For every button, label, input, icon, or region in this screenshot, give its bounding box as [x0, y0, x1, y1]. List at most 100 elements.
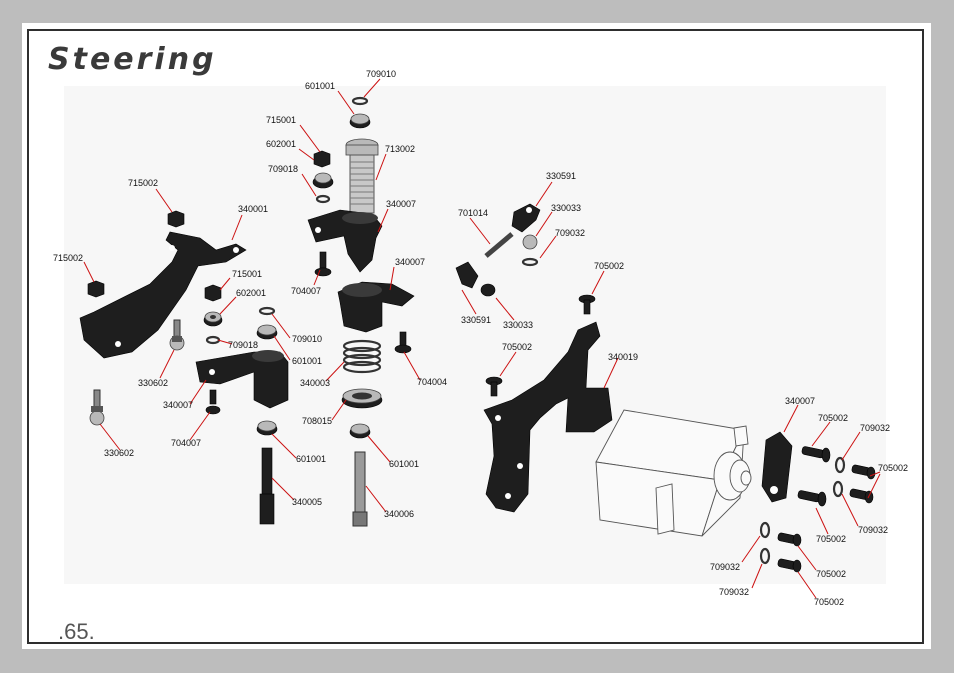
- screw-part: [394, 331, 412, 354]
- washer-part: [834, 456, 846, 474]
- steering-plate-part: [79, 231, 247, 359]
- steering-arm-part: [337, 281, 415, 333]
- part-label: 709018: [228, 340, 258, 350]
- part-label: 715002: [53, 253, 83, 263]
- screw-part: [801, 446, 831, 463]
- part-label: 709032: [858, 525, 888, 535]
- washer-part: [351, 96, 369, 106]
- leader-lines: [83, 78, 881, 599]
- part-labels: 601001 709010 715001 602001 713002 70901…: [53, 69, 908, 607]
- part-label: 709032: [710, 562, 740, 572]
- part-label: 709032: [860, 423, 890, 433]
- nut-part: [313, 150, 331, 168]
- part-label: 708015: [302, 416, 332, 426]
- page-frame: [27, 29, 924, 644]
- screw-part: [777, 558, 802, 573]
- part-label: 601001: [305, 81, 335, 91]
- part-label: 340001: [238, 204, 268, 214]
- part-label: 330033: [503, 320, 533, 330]
- part-label: 704007: [291, 286, 321, 296]
- part-label: 705002: [818, 413, 848, 423]
- washer-part: [759, 521, 771, 539]
- ball-part: [522, 234, 538, 250]
- ball-part: [480, 283, 496, 297]
- part-label: 705002: [594, 261, 624, 271]
- part-label: 705002: [502, 342, 532, 352]
- screw-part: [851, 464, 876, 480]
- part-label: 705002: [814, 597, 844, 607]
- part-label: 701014: [458, 208, 488, 218]
- ball-stud-part: [169, 319, 185, 351]
- part-label: 602001: [266, 139, 296, 149]
- part-label: 713002: [385, 144, 415, 154]
- part-label: 330591: [546, 171, 576, 181]
- part-label: 709018: [268, 164, 298, 174]
- part-label: 340003: [300, 378, 330, 388]
- washer-part: [258, 306, 276, 316]
- nut-part: [167, 210, 185, 228]
- rod-end-part: [455, 261, 479, 289]
- part-label: 705002: [816, 534, 846, 544]
- part-label: 709010: [366, 69, 396, 79]
- part-label: 330033: [551, 203, 581, 213]
- bearing-part: [349, 423, 371, 439]
- screw-part: [777, 532, 802, 547]
- part-label: 709032: [719, 587, 749, 597]
- screw-part: [797, 490, 827, 507]
- ball-stud-part: [89, 389, 105, 426]
- bearing-part: [312, 172, 334, 189]
- shim-part: [315, 194, 331, 204]
- bearing-part: [203, 311, 223, 327]
- part-label: 340007: [386, 199, 416, 209]
- part-label: 705002: [878, 463, 908, 473]
- part-label: 715002: [128, 178, 158, 188]
- part-label: 704007: [171, 438, 201, 448]
- part-label: 709010: [292, 334, 322, 344]
- part-label: 601001: [296, 454, 326, 464]
- part-label: 715001: [266, 115, 296, 125]
- part-label: 709032: [555, 228, 585, 238]
- rod-end-part: [511, 203, 541, 233]
- large-bearing-part: [341, 388, 383, 409]
- part-label: 602001: [236, 288, 266, 298]
- spring-part: [342, 339, 382, 374]
- part-label: 340005: [292, 497, 322, 507]
- part-label: 340007: [163, 400, 193, 410]
- steering-arm-part: [307, 209, 383, 273]
- steering-arm-part: [195, 350, 289, 409]
- screw-part: [314, 251, 332, 277]
- diagram-background: [64, 86, 886, 584]
- part-label: 340007: [395, 257, 425, 267]
- page-number: .65.: [58, 619, 95, 644]
- bearing-part: [349, 113, 371, 129]
- nut-part: [87, 280, 105, 298]
- screw-part: [578, 294, 596, 315]
- part-label: 715001: [232, 269, 262, 279]
- screw-part: [485, 376, 503, 397]
- screw-part: [849, 488, 874, 504]
- part-label: 705002: [816, 569, 846, 579]
- bearing-part: [256, 324, 278, 340]
- washer-part: [832, 480, 844, 498]
- part-label: 340006: [384, 509, 414, 519]
- part-label: 330602: [104, 448, 134, 458]
- shaft-part: [352, 451, 368, 527]
- part-label: 704004: [417, 377, 447, 387]
- servo-mount-part: [483, 321, 613, 513]
- page-title: Steering: [48, 42, 217, 77]
- turnbuckle-part: [484, 232, 514, 258]
- part-label: 601001: [389, 459, 419, 469]
- part-label: 340007: [785, 396, 815, 406]
- part-label: 330591: [461, 315, 491, 325]
- washer-part: [521, 257, 539, 267]
- servo-part: [595, 409, 752, 537]
- part-label: 340019: [608, 352, 638, 362]
- nut-part: [204, 284, 222, 302]
- bearing-part: [256, 420, 278, 436]
- threaded-tube-part: [345, 138, 379, 214]
- post-part: [259, 447, 275, 525]
- part-label: 601001: [292, 356, 322, 366]
- servo-horn-part: [761, 431, 793, 503]
- part-label: 330602: [138, 378, 168, 388]
